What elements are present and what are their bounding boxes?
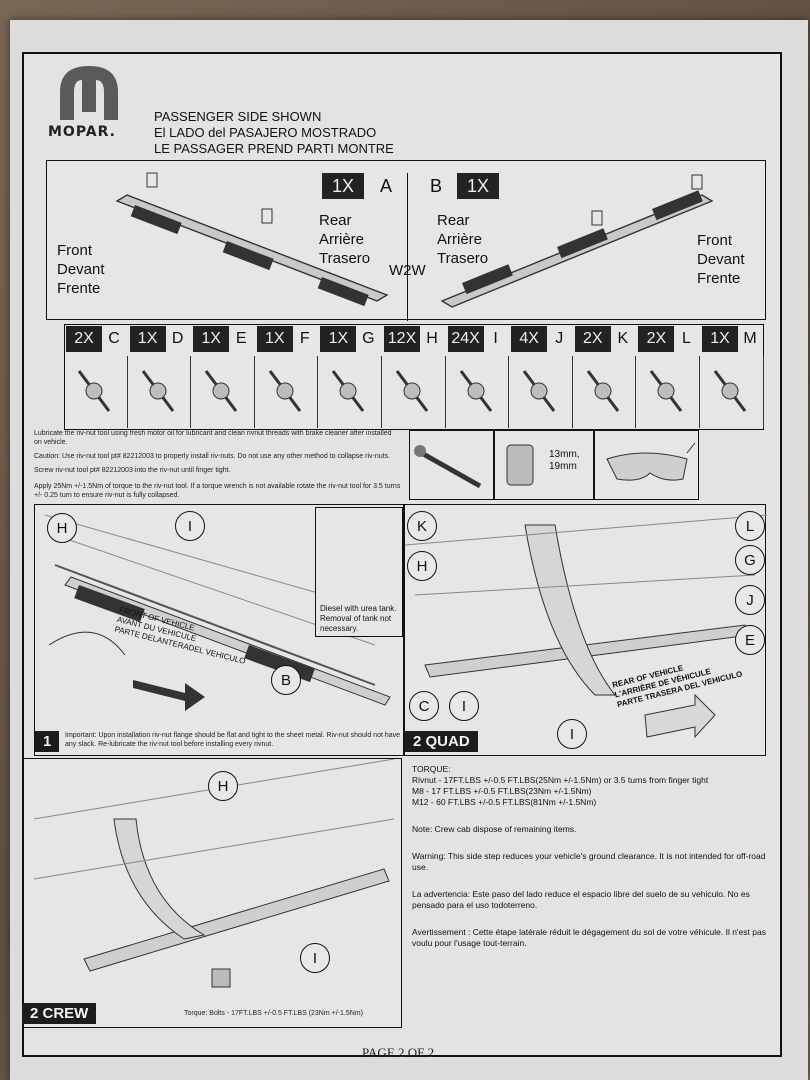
flange-nut-icon [509,356,573,428]
part-qty-l: 2X [638,326,675,352]
callout-i3: I [557,719,587,749]
callout-h3: H [208,771,238,801]
note-apply: Apply 25Nm +/-1.5Nm of torque to the riv… [34,483,401,499]
safety-glasses-icon [606,442,696,481]
step-1-important: Important: Upon installation riv-nut fla… [65,732,401,748]
note-lubricate: Lubricate the riv-nut tool using fresh m… [34,430,392,446]
callout-h: H [47,513,77,543]
part-qty-c: 2X [66,326,102,352]
part-letter-e: E [235,330,247,347]
page-number: PAGE 2 OF 2 [362,1045,435,1060]
bracket-d-icon [128,356,192,428]
callout-l: L [735,511,765,541]
bracket-c-icon [64,356,128,428]
torque-warnings-block: TORQUE: Rivnut - 17FT.LBS +/-0.5 FT.LBS(… [412,764,772,949]
instruction-sheet: MOPAR. PASSENGER SIDE SHOWN El LADO del … [22,52,782,1057]
torque-rivnut: Rivnut - 17FT.LBS +/-0.5 FT.LBS(25Nm +/-… [412,775,709,785]
callout-e: E [735,625,765,655]
diesel-inset: Diesel with urea tank. Removal of tank n… [315,507,403,637]
callout-i4: I [300,943,330,973]
part-letter-k: K [617,330,629,347]
part-letter-h: H [426,330,438,347]
qty-b: 1X [457,173,499,199]
part-qty-j: 4X [511,326,548,352]
torque-heading: TORQUE: [412,764,451,774]
part-qty-i: 24X [447,326,484,352]
header-line-es: El LADO del PASAJERO MOSTRADO [154,125,377,140]
bolt-icon [446,356,510,428]
callout-j: J [735,585,765,615]
torque-m8: M8 - 17 FT.LBS +/-0.5 FT.LBS(23Nm +/-1.5… [412,786,592,796]
part-qty-e: 1X [193,326,230,352]
torque-m12: M12 - 60 FT.LBS +/-0.5 FT.LBS(81Nm +/-1.… [412,797,597,807]
note-screw: Screw riv-nut tool pt# 82212003 into the… [34,467,231,474]
part-letter-j: J [555,330,564,347]
callout-k: K [407,511,437,541]
part-qty-d: 1X [129,326,166,352]
strap-f-icon [255,356,319,428]
w2w-label: W2W [389,262,426,279]
part-qty-g: 1X [320,326,357,352]
part-qty-k: 2X [574,326,611,352]
part-qty-h: 12X [384,326,420,352]
step-rail-b-drawing [440,174,714,308]
part-letter-c: C [108,330,120,347]
nut-icon [636,356,700,428]
part-letter-g: G [362,330,375,347]
torque-wrench-icon [414,445,482,489]
part-letter-f: F [299,330,310,347]
step-2-crew-label: 2 CREW [22,1003,97,1024]
mopar-wordmark: MOPAR. [48,124,117,140]
callout-i2: I [449,691,479,721]
step-2-quad-drawing [404,514,768,739]
crew-torque-note: Torque: Bolts - 17FT.LBS +/-0.5 FT.LBS (… [184,1010,363,1017]
mopar-logo-icon [60,66,118,120]
crew-cab-note: Note: Crew cab dispose of remaining item… [412,824,577,834]
diesel-note: Diesel with urea tank. Removal of tank n… [320,604,397,633]
socket-icon [506,444,534,486]
callout-b: B [271,665,301,695]
tool-sockets: 13mm,19mm [494,430,594,500]
rivnut-tool-icon [700,356,764,428]
part-qty-f: 1X [256,326,293,352]
part-b: B [429,176,442,196]
step-2-quad-label: 2 QUAD [405,731,478,752]
step-2-crew-panel: H I Torque: Bolts - 17FT.LBS +/-0.5 FT.L… [22,758,402,1028]
tool-torque-wrench [409,430,494,500]
part-letter-i: I [493,330,498,347]
rivnut-icon [382,356,446,428]
qty-a: 1X [322,173,364,199]
header-line-en: PASSENGER SIDE SHOWN [154,109,322,124]
warning-es: La advertencia: Este paso del lado reduc… [412,889,750,910]
callout-h2: H [407,551,437,581]
part-qty-m: 1X [702,326,738,352]
part-a: A [379,176,392,196]
warning-fr: Avertissement : Cette étape latérale réd… [412,927,766,948]
bracket-e-icon [191,356,255,428]
header-line-fr: LE PASSAGER PREND PARTI MONTRE [154,141,394,156]
warning-en: Warning: This side step reduces your veh… [412,851,766,872]
callout-g: G [735,545,765,575]
part-letter-m: M [743,330,757,347]
step-rail-a-drawing [115,172,389,307]
rails-divider [407,173,408,321]
hex-bolt-icon [573,356,637,428]
tool-safety-glasses [594,430,699,500]
callout-i: I [175,511,205,541]
socket-sizes: 13mm,19mm [549,449,580,472]
step-1-label: 1 [35,731,60,752]
part-letter-l: L [681,330,691,347]
note-caution: Caution: Use riv-nut tool pt# 82212003 t… [34,453,391,460]
callout-c: C [409,691,439,721]
strap-g-icon [318,356,382,428]
part-letter-d: D [171,330,184,347]
